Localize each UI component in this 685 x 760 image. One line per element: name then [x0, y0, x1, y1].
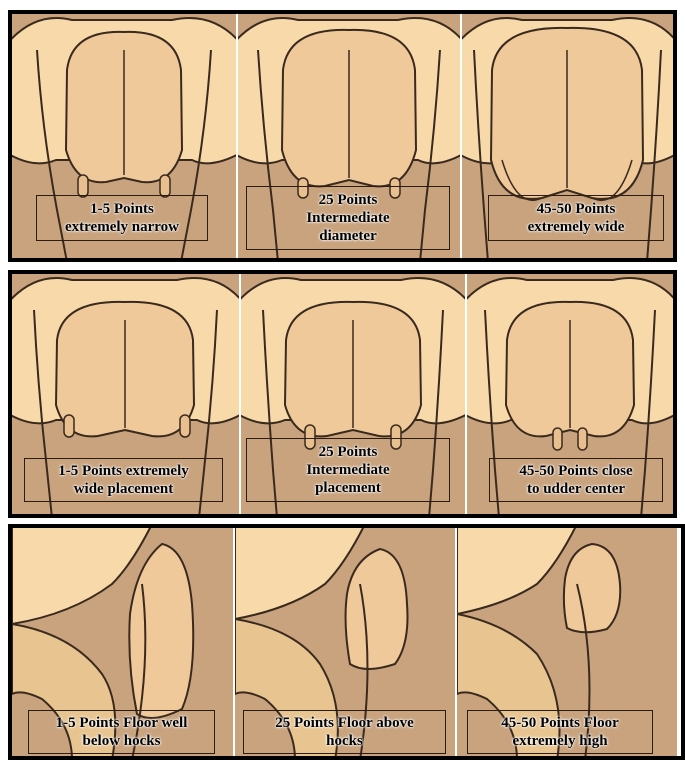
- caption-line: 25 Points Floor above: [275, 714, 413, 732]
- row-teat-placement: 1-5 Points extremely wide placement 25 P…: [0, 270, 685, 518]
- panel-depth-extremely-high: 45-50 Points Floor extremely high: [457, 524, 677, 760]
- caption-line: diameter: [319, 227, 376, 245]
- caption: 1-5 Points Floor well below hocks: [28, 710, 215, 754]
- caption-line: 45-50 Points close: [519, 462, 632, 480]
- caption: 1-5 Points extremely wide placement: [24, 458, 223, 502]
- caption-line: Intermediate: [306, 209, 389, 227]
- caption-line: extremely wide: [528, 218, 625, 236]
- caption-line: extremely high: [512, 732, 607, 750]
- caption: 45-50 Points extremely wide: [488, 195, 664, 241]
- panel-depth-below-hocks: 1-5 Points Floor well below hocks: [12, 524, 233, 760]
- row-rear-udder-width: 1-5 Points extremely narrow 25 Points In…: [0, 10, 685, 262]
- caption-line: placement: [315, 479, 381, 497]
- panel-placement-intermediate: 25 Points Intermediate placement: [241, 270, 465, 518]
- panel-width-intermediate: 25 Points Intermediate diameter: [238, 10, 460, 262]
- panel-width-narrow: 1-5 Points extremely narrow: [12, 10, 236, 262]
- caption-line: Intermediate: [306, 461, 389, 479]
- caption-line: 1-5 Points extremely: [58, 462, 189, 480]
- caption: 25 Points Intermediate placement: [246, 438, 450, 502]
- caption-line: hocks: [326, 732, 363, 750]
- caption: 25 Points Floor above hocks: [243, 710, 446, 754]
- caption-line: wide placement: [74, 480, 174, 498]
- caption-line: 1-5 Points: [90, 200, 154, 218]
- panel-depth-above-hocks: 25 Points Floor above hocks: [235, 524, 455, 760]
- caption: 25 Points Intermediate diameter: [246, 186, 450, 250]
- caption: 45-50 Points Floor extremely high: [467, 710, 653, 754]
- caption-line: extremely narrow: [65, 218, 179, 236]
- caption-line: 1-5 Points Floor well: [56, 714, 188, 732]
- caption-line: below hocks: [83, 732, 161, 750]
- caption-line: 25 Points: [319, 443, 378, 461]
- caption-line: 45-50 Points: [537, 200, 616, 218]
- caption: 1-5 Points extremely narrow: [36, 195, 208, 241]
- caption-line: 25 Points: [319, 191, 378, 209]
- caption-line: 45-50 Points Floor: [501, 714, 619, 732]
- caption-line: to udder center: [527, 480, 625, 498]
- panel-placement-close: 45-50 Points close to udder center: [467, 270, 673, 518]
- panel-placement-wide: 1-5 Points extremely wide placement: [12, 270, 239, 518]
- panel-width-wide: 45-50 Points extremely wide: [462, 10, 673, 262]
- row-udder-depth: 1-5 Points Floor well below hocks 25 Poi…: [0, 524, 685, 760]
- caption: 45-50 Points close to udder center: [489, 458, 663, 502]
